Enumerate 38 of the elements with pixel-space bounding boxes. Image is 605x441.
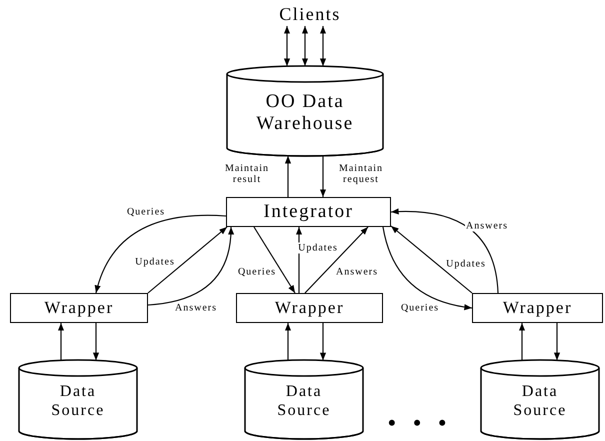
edge-label: Updates — [134, 256, 176, 268]
arrow — [382, 226, 472, 310]
edge-label: Queries — [400, 302, 440, 314]
arrow — [390, 208, 499, 294]
database-cylinder: Data Source — [18, 360, 138, 439]
edge-label: Updates — [445, 258, 487, 270]
arrow — [518, 323, 526, 360]
edge-label: Updates — [297, 242, 339, 254]
edge-label: Answers — [335, 266, 379, 278]
process-box: Wrapper — [472, 293, 603, 323]
database-cylinder: Data Source — [480, 360, 600, 439]
arrow — [554, 323, 560, 360]
database-cylinder: Data Source — [244, 360, 364, 439]
arrow — [320, 323, 326, 360]
arrow — [302, 26, 308, 66]
arrow — [92, 323, 100, 360]
process-box: Wrapper — [236, 293, 383, 323]
arrow — [320, 156, 326, 197]
ellipsis-label: • • • — [388, 410, 452, 436]
edge-label: Answers — [174, 302, 218, 314]
arrow — [320, 26, 326, 66]
process-box: Integrator — [226, 197, 391, 227]
process-box: Wrapper — [10, 293, 148, 323]
arrow — [284, 323, 292, 360]
arrow — [148, 226, 228, 294]
arrow — [254, 226, 296, 294]
database-cylinder: OO Data Warehouse — [226, 66, 384, 156]
edge-label: Answers — [465, 220, 509, 232]
arrow — [284, 26, 290, 66]
arrow — [148, 226, 234, 306]
arrow — [58, 323, 64, 360]
node-label: Clients — [279, 4, 341, 24]
edge-label: Queries — [126, 206, 166, 218]
arrow — [304, 226, 368, 294]
arrow — [284, 156, 292, 197]
arrow — [95, 214, 226, 294]
arrow — [390, 226, 472, 294]
edge-label: Queries — [236, 266, 278, 278]
